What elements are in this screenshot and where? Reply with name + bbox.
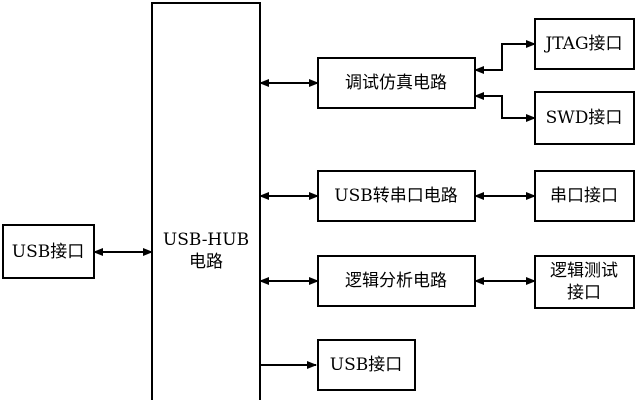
logic-analysis-circuit-label: 逻辑分析电路 xyxy=(345,271,447,291)
jtag-port-label: JTAG接口 xyxy=(543,34,622,54)
usb-hub-label-line2: 电路 xyxy=(189,252,223,272)
swd-port-block: SWD接口 xyxy=(534,91,635,145)
swd-port-label: SWD接口 xyxy=(546,108,623,128)
usb-port-left-block: USB接口 xyxy=(2,224,95,279)
jtag-port-block: JTAG接口 xyxy=(534,18,635,70)
debug-emulation-circuit-block: 调试仿真电路 xyxy=(317,57,476,109)
logic-test-port-block: 逻辑测试 接口 xyxy=(534,255,635,309)
usb-port-left-label: USB接口 xyxy=(12,242,84,262)
usb-serial-circuit-block: USB转串口电路 xyxy=(317,170,476,222)
logic-test-port-label-line2: 接口 xyxy=(567,283,601,303)
usb-serial-circuit-label: USB转串口电路 xyxy=(334,186,457,206)
usb-port-right-label: USB接口 xyxy=(330,355,402,375)
usb-hub-block: USB-HUB 电路 xyxy=(151,2,261,400)
connector-debug-to-jtag xyxy=(474,40,536,74)
logic-analysis-circuit-block: 逻辑分析电路 xyxy=(317,255,476,307)
serial-port-label: 串口接口 xyxy=(550,186,618,206)
serial-port-block: 串口接口 xyxy=(534,170,635,222)
connector-debug-to-swd xyxy=(474,92,536,122)
logic-test-port-label-line1: 逻辑测试 xyxy=(550,261,618,281)
usb-port-right-block: USB接口 xyxy=(317,339,416,391)
debug-emulation-circuit-label: 调试仿真电路 xyxy=(345,73,447,93)
usb-hub-label-line1: USB-HUB xyxy=(163,230,249,250)
